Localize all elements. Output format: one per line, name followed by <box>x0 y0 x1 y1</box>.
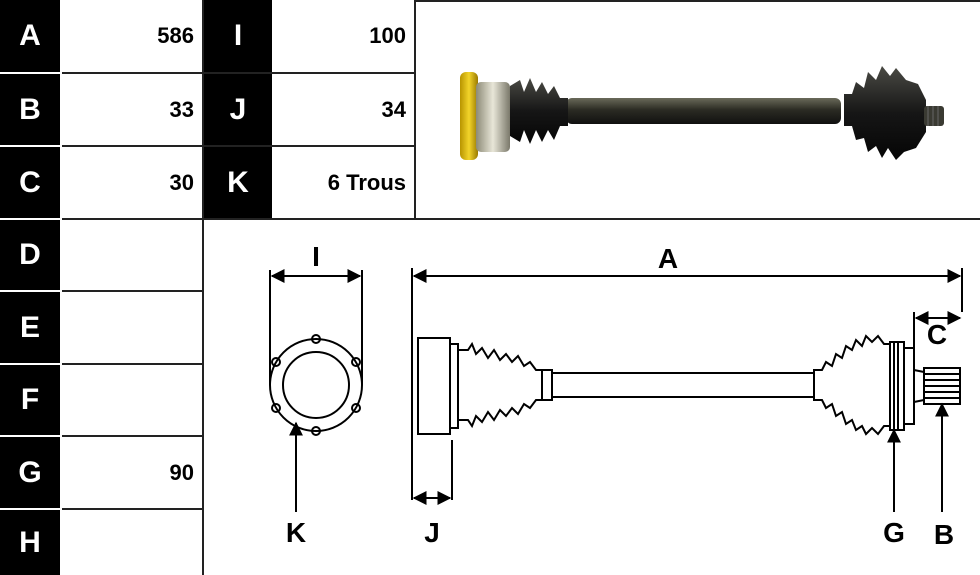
value-I: 100 <box>274 0 414 72</box>
drive-shaft-photo <box>460 66 944 160</box>
value-D <box>62 220 202 290</box>
grid-line <box>414 0 416 220</box>
label-I: I <box>312 241 320 272</box>
label-B: B <box>934 519 954 550</box>
value-G: 90 <box>62 437 202 508</box>
label-G: G <box>883 517 905 548</box>
key-K: K <box>204 147 272 218</box>
key-E: E <box>0 292 60 363</box>
value-A: 586 <box>62 0 202 72</box>
grid-line <box>62 218 980 220</box>
key-J: J <box>204 74 272 145</box>
label-K: K <box>286 517 306 548</box>
value-C: 30 <box>62 147 202 218</box>
grid-line <box>62 435 204 437</box>
dimension-drawing: I K A C J G B <box>269 241 963 550</box>
label-J: J <box>424 517 440 548</box>
value-K: 6 Trous <box>274 147 414 218</box>
value-F <box>62 365 202 435</box>
grid-line <box>62 290 204 292</box>
key-F: F <box>0 365 60 435</box>
value-H <box>62 510 202 575</box>
grid-line <box>414 0 980 2</box>
key-H: H <box>0 510 60 575</box>
key-C: C <box>0 147 60 218</box>
grid-line <box>62 508 204 510</box>
key-D: D <box>0 220 60 290</box>
key-G: G <box>0 437 60 508</box>
grid-line <box>202 0 204 575</box>
grid-line <box>62 72 414 74</box>
key-A: A <box>0 0 60 72</box>
value-E <box>62 292 202 363</box>
label-A: A <box>658 243 678 274</box>
grid-line <box>62 363 204 365</box>
value-B: 33 <box>62 74 202 145</box>
grid-line <box>62 145 414 147</box>
key-B: B <box>0 74 60 145</box>
key-I: I <box>204 0 272 72</box>
value-J: 34 <box>274 74 414 145</box>
label-C: C <box>927 319 947 350</box>
